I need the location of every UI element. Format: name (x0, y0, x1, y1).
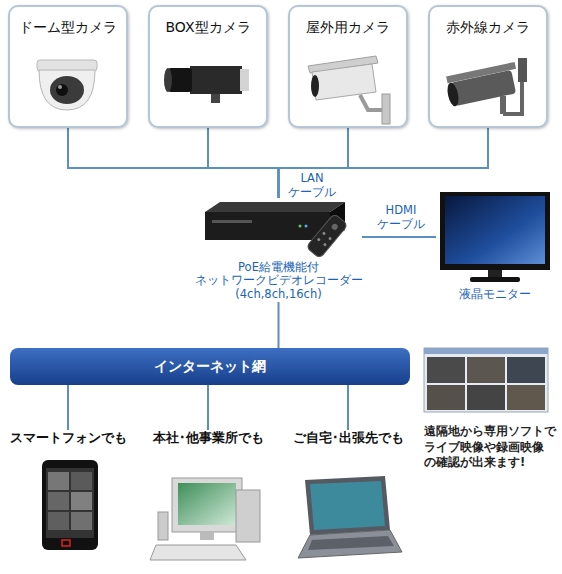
cable-line (67, 385, 69, 430)
video-recorder-part (328, 236, 332, 240)
lcd-monitor-part (440, 192, 550, 270)
smartphone-part (46, 468, 94, 538)
cable-line (68, 128, 279, 198)
node-text: 赤外線カメラ (430, 19, 546, 36)
video-recorder-part (212, 220, 252, 223)
video-recorder (205, 202, 348, 259)
video-recorder-part (305, 225, 308, 228)
cable-line (362, 236, 436, 238)
camera-box: BOX型カメラ (148, 5, 268, 128)
smartphone-part (48, 512, 69, 530)
software-screenshot-part (424, 348, 548, 354)
node-text: 液晶モニター (436, 288, 554, 302)
smartphone-part (71, 472, 92, 490)
software-screenshot (424, 348, 548, 412)
cable-label: LAN ケーブル (286, 172, 338, 200)
node-text: インターネット網 (154, 358, 266, 376)
laptop-computer-part (308, 536, 394, 550)
smartphone-part (71, 512, 92, 530)
desktop-computer (150, 478, 260, 560)
cable-line (278, 302, 280, 348)
node-text: ご自宅･出張先でも (283, 430, 413, 446)
video-recorder-part (205, 202, 345, 212)
software-screenshot-part (427, 357, 465, 383)
video-recorder-part (323, 243, 327, 247)
desktop-computer-part (158, 512, 168, 540)
software-screenshot-part (467, 357, 505, 383)
video-recorder-part (299, 225, 302, 228)
laptop-computer-part (310, 481, 385, 530)
desktop-computer-part (178, 483, 236, 525)
camera-box: 赤外線カメラ (428, 5, 548, 128)
software-screenshot-part (424, 348, 548, 412)
software-screenshot-part (427, 385, 465, 410)
node-text: 屋外用カメラ (290, 19, 406, 36)
smartphone-part (62, 540, 70, 546)
node-text: PoE給電機能付 ネットワークビデオレコーダー (4ch,8ch,16ch) (195, 261, 362, 302)
desktop-computer-part (172, 478, 242, 532)
software-screenshot-part (507, 385, 545, 410)
client-node: 本社･他事業所でも (143, 430, 273, 560)
video-recorder-part (306, 213, 348, 258)
recorder-node: PoE給電機能付 ネットワークビデオレコーダー (4ch,8ch,16ch) (195, 198, 362, 302)
lcd-monitor-part (470, 277, 520, 282)
cable-line (208, 128, 279, 198)
laptop-computer-part (305, 476, 390, 535)
lcd-monitor (440, 192, 550, 282)
lcd-monitor-part (488, 270, 502, 278)
cable-line (347, 385, 349, 430)
video-recorder-part (330, 202, 345, 240)
internet-band: インターネット網 (10, 348, 410, 385)
smartphone (42, 460, 98, 550)
note-text: 遠隔地から専用ソフトで ライブ映像や録画映像 の確認が出来ます! (424, 424, 560, 471)
smartphone-part (71, 492, 92, 510)
laptop-computer (298, 476, 402, 558)
video-recorder-part (317, 237, 321, 241)
software-screenshot-part (467, 385, 505, 410)
video-recorder-part (330, 223, 338, 231)
video-recorder-part (306, 213, 348, 258)
node-text: 本社･他事業所でも (143, 430, 273, 446)
client-node: ご自宅･出張先でも (283, 430, 413, 560)
desktop-computer-part (236, 490, 260, 542)
software-screenshot-part (507, 357, 545, 383)
lcd-monitor-part (445, 196, 545, 264)
node-text: BOX型カメラ (150, 19, 266, 36)
laptop-computer-part (298, 530, 402, 558)
client-node: スマートフォンでも (3, 430, 133, 560)
cable-label: HDMI ケーブル (376, 204, 426, 232)
smartphone-part (42, 460, 98, 550)
smartphone-part (48, 472, 69, 490)
cable-line (207, 385, 209, 430)
camera-box: ドーム型カメラ (8, 5, 128, 128)
desktop-computer-part (150, 545, 246, 560)
monitor-node: 液晶モニター (436, 188, 554, 302)
video-recorder-part (322, 231, 326, 235)
smartphone-part (48, 492, 69, 510)
desktop-computer-part (200, 532, 214, 540)
node-text: ドーム型カメラ (10, 19, 126, 36)
video-recorder-part (205, 212, 330, 240)
camera-box: 屋外用カメラ (288, 5, 408, 128)
node-text: スマートフォンでも (3, 430, 133, 446)
